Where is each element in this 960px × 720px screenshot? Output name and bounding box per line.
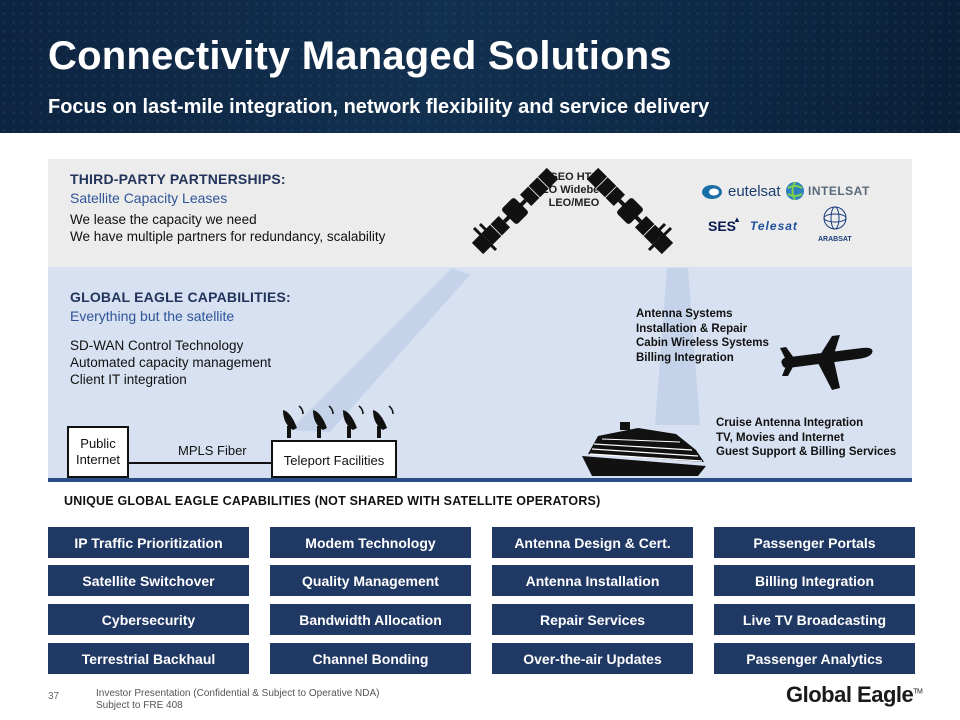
footer-disclaimer: Investor Presentation (Confidential & Su… bbox=[96, 688, 379, 712]
beam-to-teleport bbox=[290, 268, 470, 432]
public-internet-label: Internet bbox=[75, 452, 121, 467]
capability-cell: Channel Bonding bbox=[270, 643, 471, 674]
header-texture bbox=[0, 0, 960, 133]
partnerships-heading: THIRD-PARTY PARTNERSHIPS: bbox=[70, 171, 286, 187]
capability-cell: IP Traffic Prioritization bbox=[48, 527, 249, 558]
public-internet-label: Public bbox=[80, 436, 116, 451]
capability-cell: Cybersecurity bbox=[48, 604, 249, 635]
ground-line bbox=[48, 478, 912, 482]
logo-text: Global Eagle bbox=[786, 682, 914, 707]
footer-line-2: Subject to FRE 408 bbox=[96, 700, 183, 711]
capability-cell: Bandwidth Allocation bbox=[270, 604, 471, 635]
teleport-facilities-box: Teleport Facilities bbox=[271, 440, 397, 478]
telesat-logo: Telesat bbox=[750, 219, 798, 233]
capability-cell: Quality Management bbox=[270, 565, 471, 596]
ses-logo: SES bbox=[708, 218, 737, 234]
ses-logo-mark: ▲ bbox=[733, 215, 741, 224]
capability-cell: Antenna Installation bbox=[492, 565, 693, 596]
capability-cell: Live TV Broadcasting bbox=[714, 604, 915, 635]
intelsat-logo: INTELSAT bbox=[808, 184, 870, 198]
maritime-service: Guest Support & Billing Services bbox=[716, 446, 897, 458]
footer-line-1: Investor Presentation (Confidential & Su… bbox=[96, 688, 380, 699]
capability-cell: Passenger Analytics bbox=[714, 643, 915, 674]
capabilities-subheading: Everything but the satellite bbox=[70, 308, 235, 324]
partnerships-subheading: Satellite Capacity Leases bbox=[70, 190, 228, 206]
capability-cell: Repair Services bbox=[492, 604, 693, 635]
mpls-label: MPLS Fiber bbox=[178, 443, 247, 458]
arabsat-emblem-icon bbox=[823, 206, 847, 230]
capability-cell: Terrestrial Backhaul bbox=[48, 643, 249, 674]
capabilities-line-1: SD-WAN Control Technology bbox=[70, 338, 244, 353]
page-title: Connectivity Managed Solutions bbox=[48, 34, 672, 78]
satellite-types-label: GEO HTS GEO Widebeam LEO/MEO bbox=[519, 171, 629, 210]
partnerships-line-2: We have multiple partners for redundancy… bbox=[70, 229, 386, 244]
maritime-services-list: Cruise Antenna Integration TV, Movies an… bbox=[716, 416, 896, 460]
intelsat-globe-icon bbox=[786, 181, 804, 201]
capability-cell: Over-the-air Updates bbox=[492, 643, 693, 674]
satellite-type: GEO HTS bbox=[549, 171, 599, 183]
capabilities-heading: GLOBAL EAGLE CAPABILITIES: bbox=[70, 289, 291, 305]
unique-capabilities-heading: UNIQUE GLOBAL EAGLE CAPABILITIES (NOT SH… bbox=[64, 494, 601, 508]
aviation-service: Installation & Repair bbox=[636, 322, 748, 335]
capability-cell: Satellite Switchover bbox=[48, 565, 249, 596]
satellite-icon bbox=[586, 167, 674, 255]
aviation-service: Antenna Systems bbox=[636, 308, 733, 320]
capabilities-line-2: Automated capacity management bbox=[70, 355, 272, 370]
capability-cell: Modem Technology bbox=[270, 527, 471, 558]
eutelsat-logo-icon bbox=[702, 185, 722, 199]
beam-to-ship bbox=[655, 268, 700, 425]
capabilities-line-3: Client IT integration bbox=[70, 372, 187, 387]
eutelsat-logo: eutelsat bbox=[728, 183, 781, 200]
capability-cell: Antenna Design & Cert. bbox=[492, 527, 693, 558]
public-internet-box: Public Internet bbox=[67, 426, 129, 478]
satellite-type: LEO/MEO bbox=[548, 197, 600, 209]
satellite-dish-icon bbox=[283, 405, 394, 438]
capabilities-band bbox=[48, 267, 912, 479]
maritime-service: TV, Movies and Internet bbox=[716, 431, 845, 444]
mpls-connector bbox=[129, 462, 271, 464]
maritime-service: Cruise Antenna Integration bbox=[716, 417, 864, 429]
aviation-service: Billing Integration bbox=[636, 351, 734, 364]
cruise-ship-icon bbox=[582, 422, 706, 476]
arabsat-logo: ARABSAT bbox=[818, 236, 852, 243]
logo-trademark: TM bbox=[913, 688, 923, 696]
capability-cell: Passenger Portals bbox=[714, 527, 915, 558]
page-subtitle: Focus on last-mile integration, network … bbox=[48, 96, 710, 118]
header-banner: Connectivity Managed Solutions Focus on … bbox=[0, 0, 960, 133]
capability-cell: Billing Integration bbox=[714, 565, 915, 596]
page-number: 37 bbox=[48, 691, 60, 702]
aviation-services-list: Antenna Systems Installation & Repair Ca… bbox=[636, 307, 769, 365]
aviation-service: Cabin Wireless Systems bbox=[636, 337, 769, 349]
satellite-type: GEO Widebeam bbox=[532, 184, 616, 196]
partnerships-line-1: We lease the capacity we need bbox=[70, 212, 257, 227]
satellite-icon bbox=[471, 167, 559, 255]
global-eagle-logo: Global EagleTM bbox=[786, 682, 923, 708]
airplane-icon bbox=[780, 335, 873, 390]
